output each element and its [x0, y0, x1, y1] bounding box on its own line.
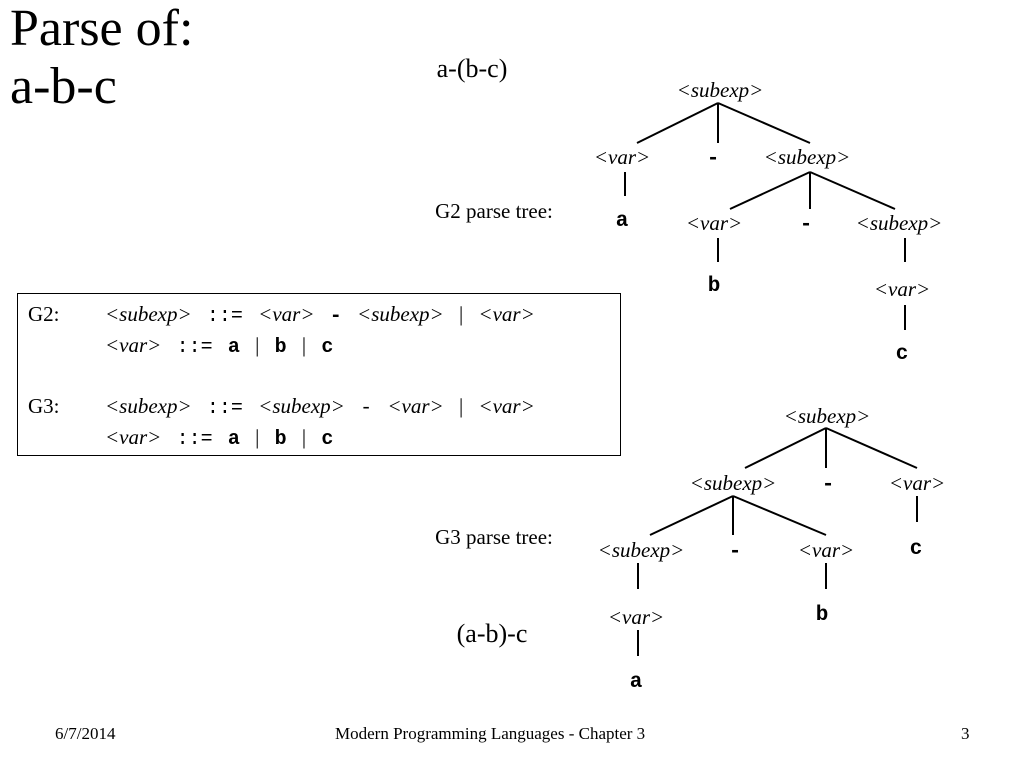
- g2-r1-minus: -: [329, 305, 342, 328]
- g2-terminal-b: b: [708, 275, 721, 298]
- g2-r1-bar: |: [458, 302, 464, 326]
- g2-var-2: <var>: [686, 211, 742, 235]
- g3-r2-op: ::=: [176, 428, 213, 451]
- g2-r2-lhs: <var>: [105, 333, 162, 357]
- g3-r1-lhs: <subexp>: [105, 394, 192, 418]
- g3-root-subexp: <subexp>: [784, 404, 871, 428]
- g2-terminal-c: c: [896, 343, 909, 366]
- g3-r2-bar2: |: [301, 425, 307, 449]
- grammar-box: G2: <subexp> ::= <var> - <subexp> | <var…: [17, 293, 621, 456]
- g2-parse-tree: a-(b-c) G2 parse tree: <subexp> <var> - …: [435, 54, 942, 366]
- g2-minus-1: -: [707, 148, 720, 171]
- g3-r2-lhs: <var>: [105, 425, 162, 449]
- g2-expression: a-(b-c): [437, 54, 508, 83]
- g3-terminal-b: b: [816, 604, 829, 627]
- g3-var-1: <var>: [889, 471, 945, 495]
- g2-r1-lhs: <subexp>: [105, 302, 192, 326]
- g3-terminal-c: c: [910, 538, 923, 561]
- g2-rule-1: <subexp> ::= <var> - <subexp> | <var>: [105, 302, 535, 328]
- g3-parse-tree: G3 parse tree: (a-b)-c <subexp> <subexp>…: [435, 404, 945, 694]
- g2-subexp-1: <subexp>: [764, 145, 851, 169]
- g2-tree-label: G2 parse tree:: [435, 199, 553, 223]
- g3-minus-1: -: [822, 474, 835, 497]
- g2-terminal-a: a: [616, 210, 629, 233]
- g2-r2-b: b: [274, 336, 287, 359]
- g3-minus-2: -: [729, 541, 742, 564]
- g3-r1-rhs3: <var>: [478, 394, 535, 418]
- g2-var-1: <var>: [594, 145, 650, 169]
- g3-subexp-1: <subexp>: [690, 471, 777, 495]
- title-line-1: Parse of:: [10, 0, 194, 57]
- g3-r2-a: a: [227, 428, 240, 451]
- g3-label-text: G3:: [28, 394, 60, 418]
- g2-r1-rhs1: <var>: [258, 302, 315, 326]
- g2-var-3: <var>: [874, 277, 930, 301]
- footer-page-number: 3: [961, 724, 970, 743]
- g2-subexp-2: <subexp>: [856, 211, 943, 235]
- footer-date: 6/7/2014: [55, 724, 116, 743]
- g3-terminal-a: a: [630, 671, 643, 694]
- g3-subexp-2: <subexp>: [598, 538, 685, 562]
- g3-r1-rhs2: <var>: [387, 394, 444, 418]
- g2-r2-op: ::=: [176, 336, 213, 359]
- footer-center: Modern Programming Languages - Chapter 3: [335, 724, 646, 743]
- g2-r1-rhs3: <var>: [478, 302, 535, 326]
- g3-r2-b: b: [274, 428, 287, 451]
- g2-minus-2: -: [800, 214, 813, 237]
- g3-rule-1: <subexp> ::= <subexp> - <var> | <var>: [105, 394, 535, 420]
- g2-rule-2: <var> ::= a | b | c: [105, 333, 333, 359]
- g2-r2-bar1: |: [255, 333, 260, 357]
- slide-title: Parse of: a-b-c: [10, 0, 193, 116]
- g2-r1-rhs2: <subexp>: [357, 302, 444, 326]
- g3-tree-label: G3 parse tree:: [435, 525, 553, 549]
- g2-label-text: G2:: [28, 302, 60, 326]
- g2-r2-c: c: [321, 336, 334, 359]
- g3-expression: (a-b)-c: [457, 619, 528, 648]
- g3-r1-op: ::=: [206, 397, 243, 420]
- g3-r2-c: c: [321, 428, 334, 451]
- g2-root-subexp: <subexp>: [677, 78, 764, 102]
- g3-r1-bar: |: [458, 394, 464, 418]
- g2-r2-bar2: |: [301, 333, 307, 357]
- g3-rule-2: <var> ::= a | b | c: [105, 425, 333, 451]
- g3-var-3: <var>: [608, 605, 664, 629]
- g2-label: G2:: [28, 302, 60, 327]
- g2-r1-op: ::=: [206, 305, 243, 328]
- g3-edges: [637, 427, 918, 656]
- g3-r1-rhs1: <subexp>: [258, 394, 345, 418]
- g2-r2-a: a: [227, 336, 240, 359]
- g3-label: G3:: [28, 394, 60, 419]
- g2-edges: [624, 102, 906, 330]
- title-line-2: a-b-c: [10, 58, 117, 115]
- g3-r2-bar1: |: [255, 425, 260, 449]
- g3-var-2: <var>: [798, 538, 854, 562]
- g3-r1-minus: -: [360, 397, 373, 420]
